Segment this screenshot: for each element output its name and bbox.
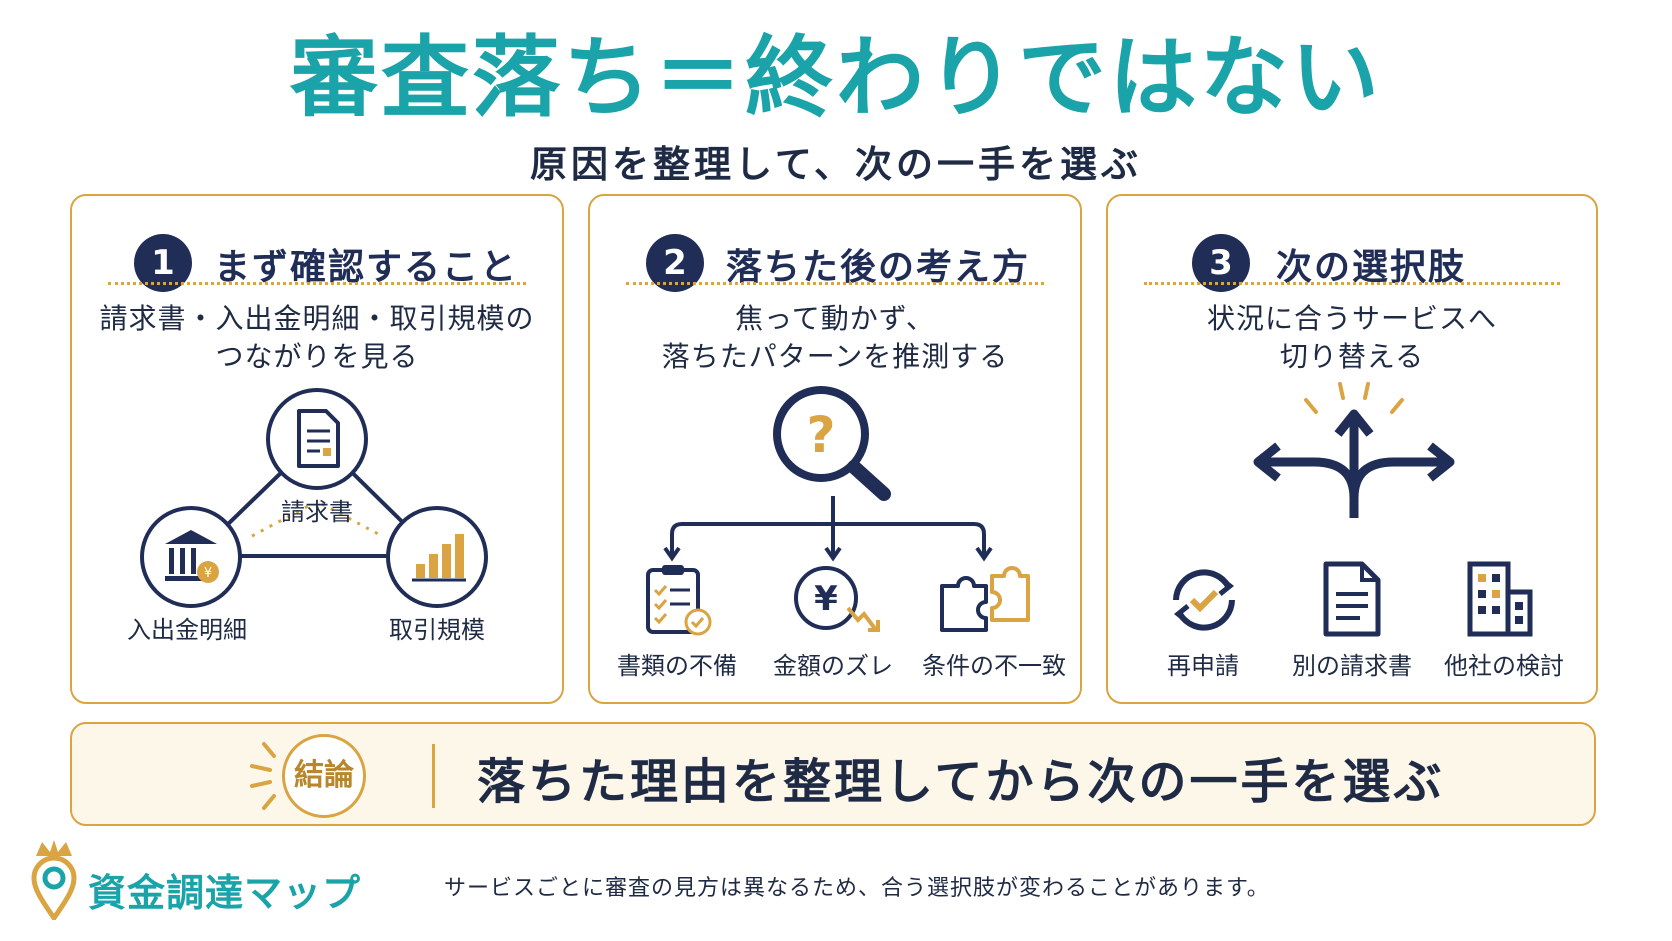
dotted-divider <box>1144 282 1560 285</box>
description-line: 状況に合うサービスへ <box>1206 302 1497 335</box>
panel-description: 焦って動かず、 落ちたパターンを推測する <box>590 300 1080 376</box>
item-label-condition-mismatch: 条件の不一致 <box>922 652 1066 680</box>
description-line: 焦って動かず、 <box>735 302 935 335</box>
refresh-check-icon <box>1162 558 1246 646</box>
item-label-reapply: 再申請 <box>1167 652 1239 680</box>
conclusion-divider <box>432 744 435 808</box>
item-label-invoice: 請求書 <box>281 498 353 526</box>
conclusion-banner: 結論 落ちた理由を整理してから次の一手を選ぶ <box>70 722 1596 826</box>
panel-next-options: 3 次の選択肢 状況に合うサービスへ 切り替える 再申請 <box>1106 194 1598 704</box>
item-label-other-company: 他社の検討 <box>1444 652 1564 680</box>
description-line: 切り替える <box>1279 340 1425 373</box>
panel-header: 2 落ちた後の考え方 <box>590 234 1080 296</box>
bar-chart-icon <box>384 504 490 614</box>
panel-mindset: 2 落ちた後の考え方 焦って動かず、 落ちたパターンを推測する ? <box>588 194 1082 704</box>
brand-name: 資金調達マップ <box>88 871 362 915</box>
panel-description: 請求書・入出金明細・取引規模の つながりを見る <box>72 300 562 376</box>
magnifier-question-icon: ? <box>766 382 906 506</box>
panel-check-first: 1 まず確認すること 請求書・入出金明細・取引規模の つながりを見る 請求書 <box>70 194 564 704</box>
item-label-transaction-scale: 取引規模 <box>389 616 485 644</box>
panel-heading: 次の選択肢 <box>1276 247 1467 288</box>
item-label-bank-statement: 入出金明細 <box>127 616 247 644</box>
description-line: つながりを見る <box>215 340 419 373</box>
building-icon <box>1458 556 1542 646</box>
panel-header: 1 まず確認すること <box>72 234 562 296</box>
panel-header: 3 次の選択肢 <box>1108 234 1596 296</box>
yen-trend-icon: ¥ <box>790 562 886 646</box>
bank-icon: ¥ <box>138 504 244 614</box>
question-mark: ? <box>806 406 835 464</box>
item-label-other-invoice: 別の請求書 <box>1292 652 1412 680</box>
crown-pin-icon <box>26 836 82 924</box>
panel-description: 状況に合うサービスへ 切り替える <box>1108 300 1596 376</box>
page-subtitle: 原因を整理して、次の一手を選ぶ <box>529 143 1143 186</box>
svg-text:¥: ¥ <box>204 566 212 581</box>
puzzle-icon <box>934 558 1034 646</box>
checklist-icon <box>638 560 718 644</box>
yen-mark: ¥ <box>814 579 838 619</box>
conclusion-badge: 結論 <box>282 734 366 818</box>
dotted-divider <box>108 282 526 285</box>
panel-heading: まず確認すること <box>214 247 519 288</box>
item-label-document-defect: 書類の不備 <box>617 652 737 680</box>
description-line: 落ちたパターンを推測する <box>661 340 1009 373</box>
footnote: サービスごとに審査の見方は異なるため、合う選択肢が変わることがあります。 <box>444 876 1270 901</box>
item-label-amount-gap: 金額のズレ <box>773 652 893 680</box>
invoice-icon <box>1312 558 1392 646</box>
sparkle-icon <box>250 742 276 810</box>
page-title: 審査落ち＝終わりではない <box>289 26 1382 129</box>
split-arrows-icon <box>1244 378 1464 532</box>
document-icon <box>264 386 370 496</box>
description-line: 請求書・入出金明細・取引規模の <box>99 302 535 335</box>
dotted-divider <box>626 282 1044 285</box>
branch-connector <box>663 496 993 562</box>
conclusion-text: 落ちた理由を整理してから次の一手を選ぶ <box>477 754 1445 810</box>
panel-heading: 落ちた後の考え方 <box>726 247 1031 288</box>
